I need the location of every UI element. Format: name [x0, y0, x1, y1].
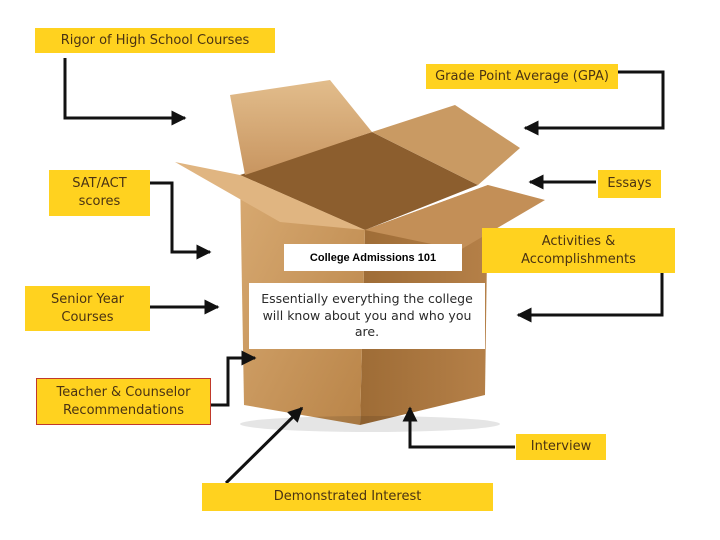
label-activities-accomplishments: Activities & Accomplishments	[482, 228, 675, 273]
arrow-interview	[402, 406, 515, 449]
arrow-rigor	[63, 58, 187, 126]
arrow-interest	[224, 406, 304, 485]
label-teacher-counselor-recommendations: Teacher & Counselor Recommendations	[36, 378, 211, 425]
box-title: College Admissions 101	[284, 244, 462, 271]
arrow-sat	[150, 181, 212, 260]
arrow-gpa	[523, 70, 665, 136]
box-flap-front-left	[175, 162, 365, 230]
arrow-recommendations	[208, 350, 257, 407]
label-sat-act-scores: SAT/ACT scores	[49, 170, 150, 216]
label-interview: Interview	[516, 434, 606, 460]
connector-arrows	[63, 58, 665, 485]
box-flap-front-right	[365, 185, 545, 250]
label-senior-year-courses: Senior Year Courses	[25, 286, 150, 331]
arrow-activities	[516, 272, 664, 323]
label-essays: Essays	[598, 170, 661, 198]
box-description: Essentially everything the college will …	[249, 283, 485, 349]
label-rigor-of-high-school-courses: Rigor of High School Courses	[35, 28, 275, 53]
label-demonstrated-interest: Demonstrated Interest	[202, 483, 493, 511]
box-flap-back-left	[230, 80, 372, 175]
box-shadow	[240, 416, 500, 432]
box-flap-back-right	[372, 105, 520, 185]
label-grade-point-average: Grade Point Average (GPA)	[426, 64, 618, 89]
